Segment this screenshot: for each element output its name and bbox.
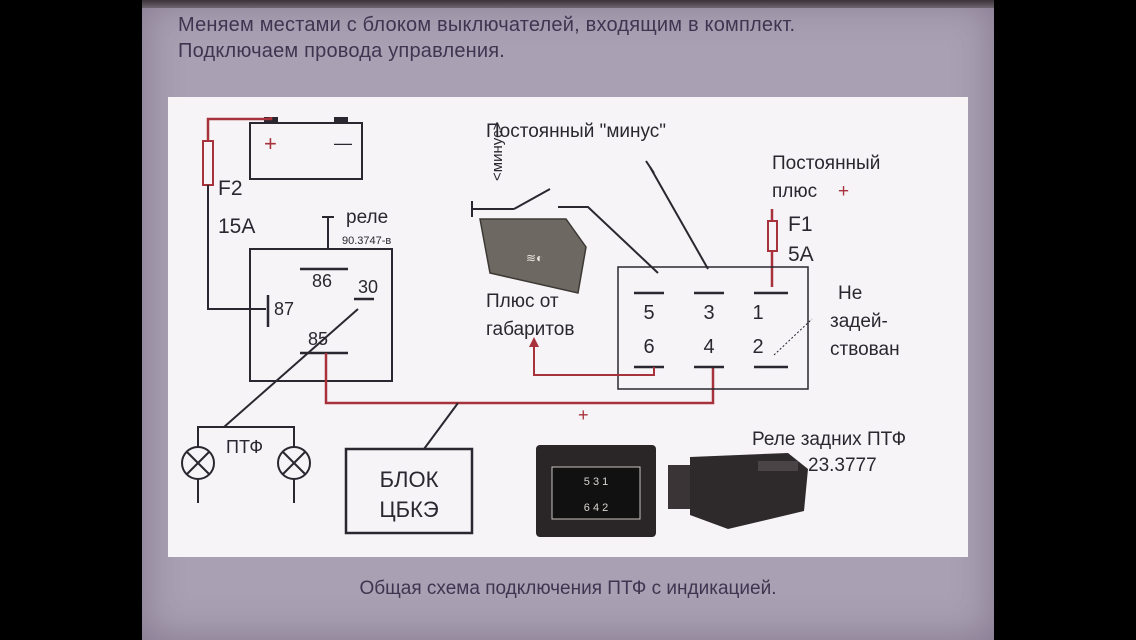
plus-from-line-2: габаритов — [486, 319, 574, 340]
switch-connector: 5 3 1 6 4 2 — [617, 266, 813, 390]
fuse-f2-rating: 15A — [218, 215, 255, 238]
switch-pin-4: 4 — [703, 336, 714, 358]
wire-minus-to-pin3 — [649, 166, 709, 270]
cbke-block-line-1: БЛОК — [380, 467, 439, 492]
top-caption: Меняем местами с блоком выключателей, вх… — [178, 12, 978, 64]
plus-bus-label: + — [578, 405, 589, 425]
relay: реле 90.3747-в 86 87 30 85 — [249, 207, 393, 382]
unused-line-2: задей- — [830, 311, 888, 332]
switch-pin-5: 5 — [643, 302, 654, 324]
battery: + — — [249, 117, 363, 180]
switch-pin-1: 1 — [752, 302, 763, 324]
wiring-diagram-svg: + — F2 15A реле 90.3747-в 86 87 30 85 — [181, 117, 906, 537]
constant-plus-line-1: Постоянный — [772, 153, 880, 174]
fog-lamps: ПТФ — [181, 426, 311, 503]
fuse-f1-rating: 5A — [788, 243, 814, 266]
battery-plus-label: + — [264, 131, 277, 156]
rear-relay-line-2: 23.3777 — [808, 455, 877, 476]
fog-lamp-icon: ≋◐ — [526, 251, 543, 265]
wire-bus-to-block — [423, 402, 459, 450]
fuse-f1-name: F1 — [788, 213, 813, 236]
relay-pin-87: 87 — [274, 299, 294, 319]
relay-model: 90.3747-в — [342, 235, 391, 247]
sidelights-arrow — [529, 337, 539, 347]
fog-lamps-label: ПТФ — [226, 437, 263, 457]
wire-relay30-to-lamps — [223, 308, 359, 428]
wire-battery-to-f2 — [206, 117, 273, 141]
battery-body — [249, 122, 363, 180]
lamp-right-lead — [224, 426, 295, 447]
rear-relay-photo: 5 3 1 6 4 2 — [536, 445, 808, 537]
relay-body — [249, 248, 393, 382]
connector-top-digits: 5 3 1 — [584, 476, 608, 488]
relay-pin-86: 86 — [312, 271, 332, 291]
cbke-block-frame — [344, 447, 474, 535]
unused-pointer — [773, 318, 813, 356]
wire-f2-to-relay — [207, 185, 266, 310]
connector-frame — [617, 266, 809, 390]
relay-connector-socket — [551, 466, 641, 520]
relay-label-plate — [758, 461, 798, 471]
cbke-block-line-2: ЦБКЭ — [379, 497, 439, 522]
relay-pin-30: 30 — [358, 277, 378, 297]
wire-sidelights-to-pin6 — [533, 345, 655, 376]
wire-switch-to-pin5 — [558, 206, 659, 274]
switch-pin-2: 2 — [752, 336, 763, 358]
cbke-block: БЛОК ЦБКЭ — [344, 447, 474, 535]
fuse-f2 — [202, 140, 214, 186]
wire-plus-bus — [324, 367, 715, 405]
minus-vertical-label: <минус> — [489, 121, 506, 181]
unused-line-1: Не — [838, 283, 862, 304]
photo-strip — [142, 0, 994, 8]
bottom-caption: Общая схема подключения ПТФ с индикацией… — [359, 578, 777, 599]
switch-pin-3: 3 — [703, 302, 714, 324]
fuse-f2-name: F2 — [218, 177, 243, 200]
switch-pin-6: 6 — [643, 336, 654, 358]
fuse-f1 — [767, 220, 778, 252]
constant-plus-sign: + — [838, 181, 849, 202]
switch-button: ≋◐ <минус> — [471, 121, 587, 294]
rear-relay-line-1: Реле задних ПТФ — [752, 429, 906, 450]
battery-terminal-minus — [334, 117, 348, 123]
connector-bottom-digits: 6 4 2 — [584, 502, 608, 514]
constant-minus-label: Постоянный "минус" — [486, 121, 666, 142]
relay-title: реле — [346, 207, 388, 228]
wiring-diagram: + — F2 15A реле 90.3747-в 86 87 30 85 — [168, 97, 968, 557]
relay-plug-photo — [668, 465, 692, 509]
relay-housing-photo — [690, 453, 808, 529]
lamp-right-cross-b — [282, 451, 306, 475]
relay-pin-85: 85 — [308, 329, 328, 349]
plus-from-line-1: Плюс от — [486, 291, 559, 312]
top-caption-line-1: Меняем местами с блоком выключателей, вх… — [178, 14, 796, 36]
switch-contact — [513, 188, 551, 210]
constant-plus-line-2: плюс — [772, 181, 817, 202]
lamp-left-cross-b — [186, 451, 210, 475]
top-caption-line-2: Подключаем провода управления. — [178, 40, 506, 62]
unused-line-3: ствован — [830, 339, 900, 360]
switch-key-photo — [479, 218, 587, 294]
lamp-left-lead — [197, 426, 224, 447]
battery-minus-label: — — [334, 133, 352, 153]
